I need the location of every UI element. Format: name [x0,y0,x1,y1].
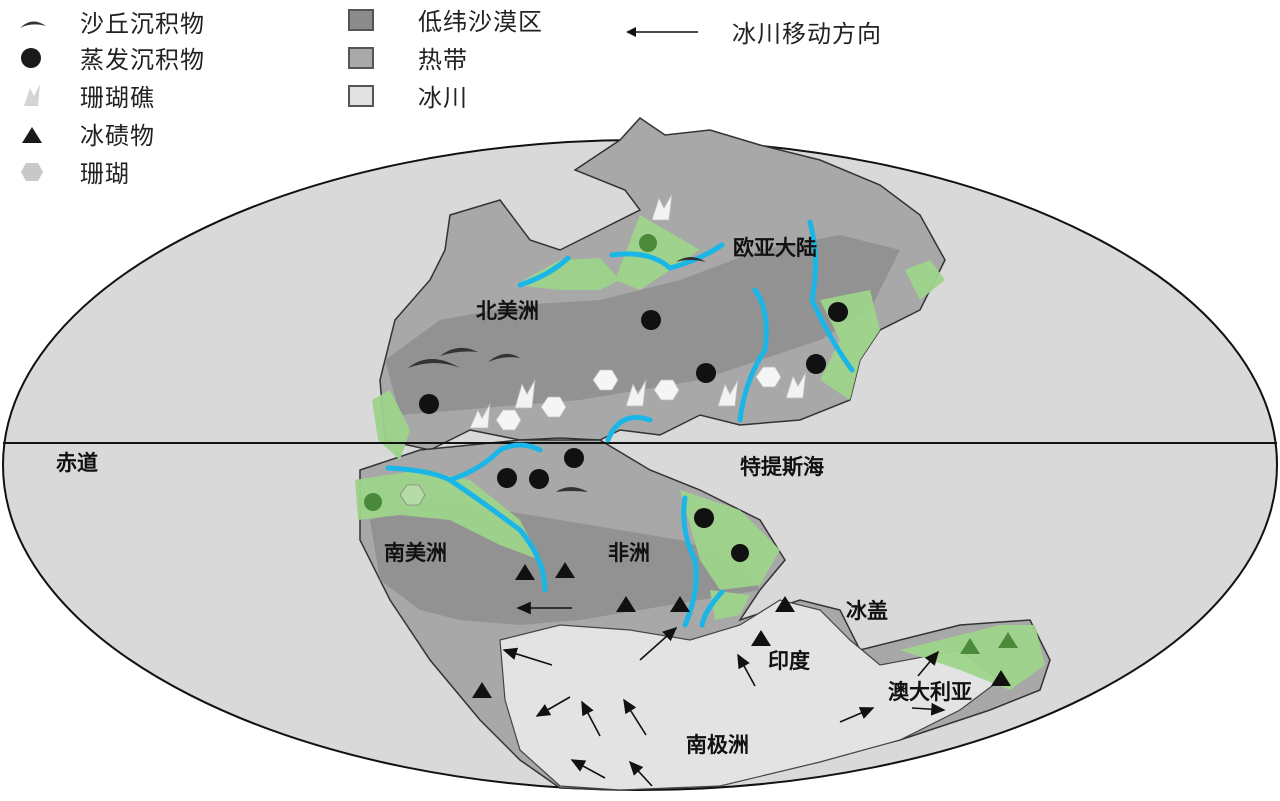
evaporite-dot [529,469,549,489]
desert-swatch [348,8,374,31]
reef-icon [24,83,40,106]
river-lines [385,219,855,628]
dune-mark [676,257,706,262]
reef-mark [717,379,739,407]
legend-item-dune: 沙丘沉积物 [18,4,205,39]
label-antarctica: 南极洲 [686,733,749,757]
legend-item-tillite: 冰碛物 [18,116,155,151]
legend-label: 低纬沙漠区 [418,8,543,36]
legend-label: 冰碛物 [80,122,155,150]
reef-mark [651,193,673,221]
evaporite-dot [564,448,584,468]
evaporite-dot [828,302,848,322]
dune-deposits [408,257,706,492]
label-india: 印度 [768,649,810,673]
evaporite-dot [731,544,749,562]
reef-mark [785,371,807,399]
evaporite-dot [364,493,382,511]
evaporite-dot [497,468,517,488]
triangle-icon [22,126,42,143]
legend-item-evaporite: 蒸发沉积物 [18,40,205,75]
legend-label: 蒸发沉积物 [80,46,205,74]
dune-mark [408,359,460,368]
reef-mark [469,403,491,429]
dune-mark [556,487,588,492]
evaporite-dot [639,234,657,252]
glacier-arrow [628,760,653,787]
label-eurasia: 欧亚大陆 [733,236,817,260]
coral-mark [653,379,680,401]
evaporite-deposits [419,302,848,562]
label-equator: 赤道 [56,451,98,475]
evaporite-dot [694,508,714,528]
coral-hexagons [495,366,782,431]
reef-mark [514,379,536,409]
glacier-arrow [502,647,553,666]
glacier-arrows [502,601,946,787]
tillite-mark [472,682,492,698]
tropic-swatch [348,46,374,69]
legend-item-tropic-zone: 热带 [348,40,468,75]
glacier-arrow [535,696,571,717]
legend-item-reef: 珊瑚礁 [18,78,155,113]
coral-mark [540,396,567,418]
label-africa: 非洲 [608,541,650,565]
label-ice-cap: 冰盖 [846,599,888,623]
label-tethys: 特提斯海 [740,455,824,479]
tillite-mark [960,638,980,654]
legend-label: 热带 [418,46,468,74]
tillite-mark [991,670,1011,686]
glacier-arrow [839,707,875,723]
tillite-mark [555,562,575,578]
reef-mark [625,379,647,407]
coral-mark [399,484,426,506]
legend-label: 珊瑚 [80,160,130,188]
tillite-mark [616,596,636,612]
legend-label: 冰川移动方向 [732,20,882,48]
dune-icon [20,20,46,28]
glacier-arrow [570,759,606,779]
legend-label: 冰川 [418,84,468,112]
tillite-mark [998,632,1018,648]
evaporite-dot [696,363,716,383]
evaporite-dot [419,394,439,414]
label-north-america: 北美洲 [476,299,539,323]
dune-mark [488,353,520,362]
dune-mark [440,347,478,356]
tillite-mark [670,596,690,612]
coral-mark [755,366,782,388]
tillite-mark [515,564,535,580]
glacier-arrow [639,626,678,661]
evaporite-dot [806,354,826,374]
coral-mark [495,409,522,431]
glacier-arrow [911,702,946,716]
label-south-america: 南美洲 [384,541,447,565]
tillite-deposits [472,562,1011,698]
glacier-swatch [348,84,374,107]
coral-reefs [469,193,807,429]
tillite-mark [751,630,771,646]
legend-item-desert-zone: 低纬沙漠区 [348,2,543,37]
legend-item-coral: 珊瑚 [18,154,130,189]
arrow-left-icon [626,26,698,37]
hexagon-icon [21,162,43,181]
legend-label: 沙丘沉积物 [80,10,205,38]
legend-label: 珊瑚礁 [80,84,155,112]
legend-item-arrow: 冰川移动方向 [624,14,882,49]
evaporite-dot [641,310,661,330]
tillite-mark [775,596,795,612]
label-australia: 澳大利亚 [888,680,972,704]
glacier-arrow [737,653,756,687]
glacier-arrow [917,650,940,677]
legend-item-glacier-zone: 冰川 [348,78,468,113]
dot-icon [21,47,41,68]
glacier-arrow [581,700,601,737]
glacier-arrow [623,698,647,736]
coral-mark [592,369,619,391]
